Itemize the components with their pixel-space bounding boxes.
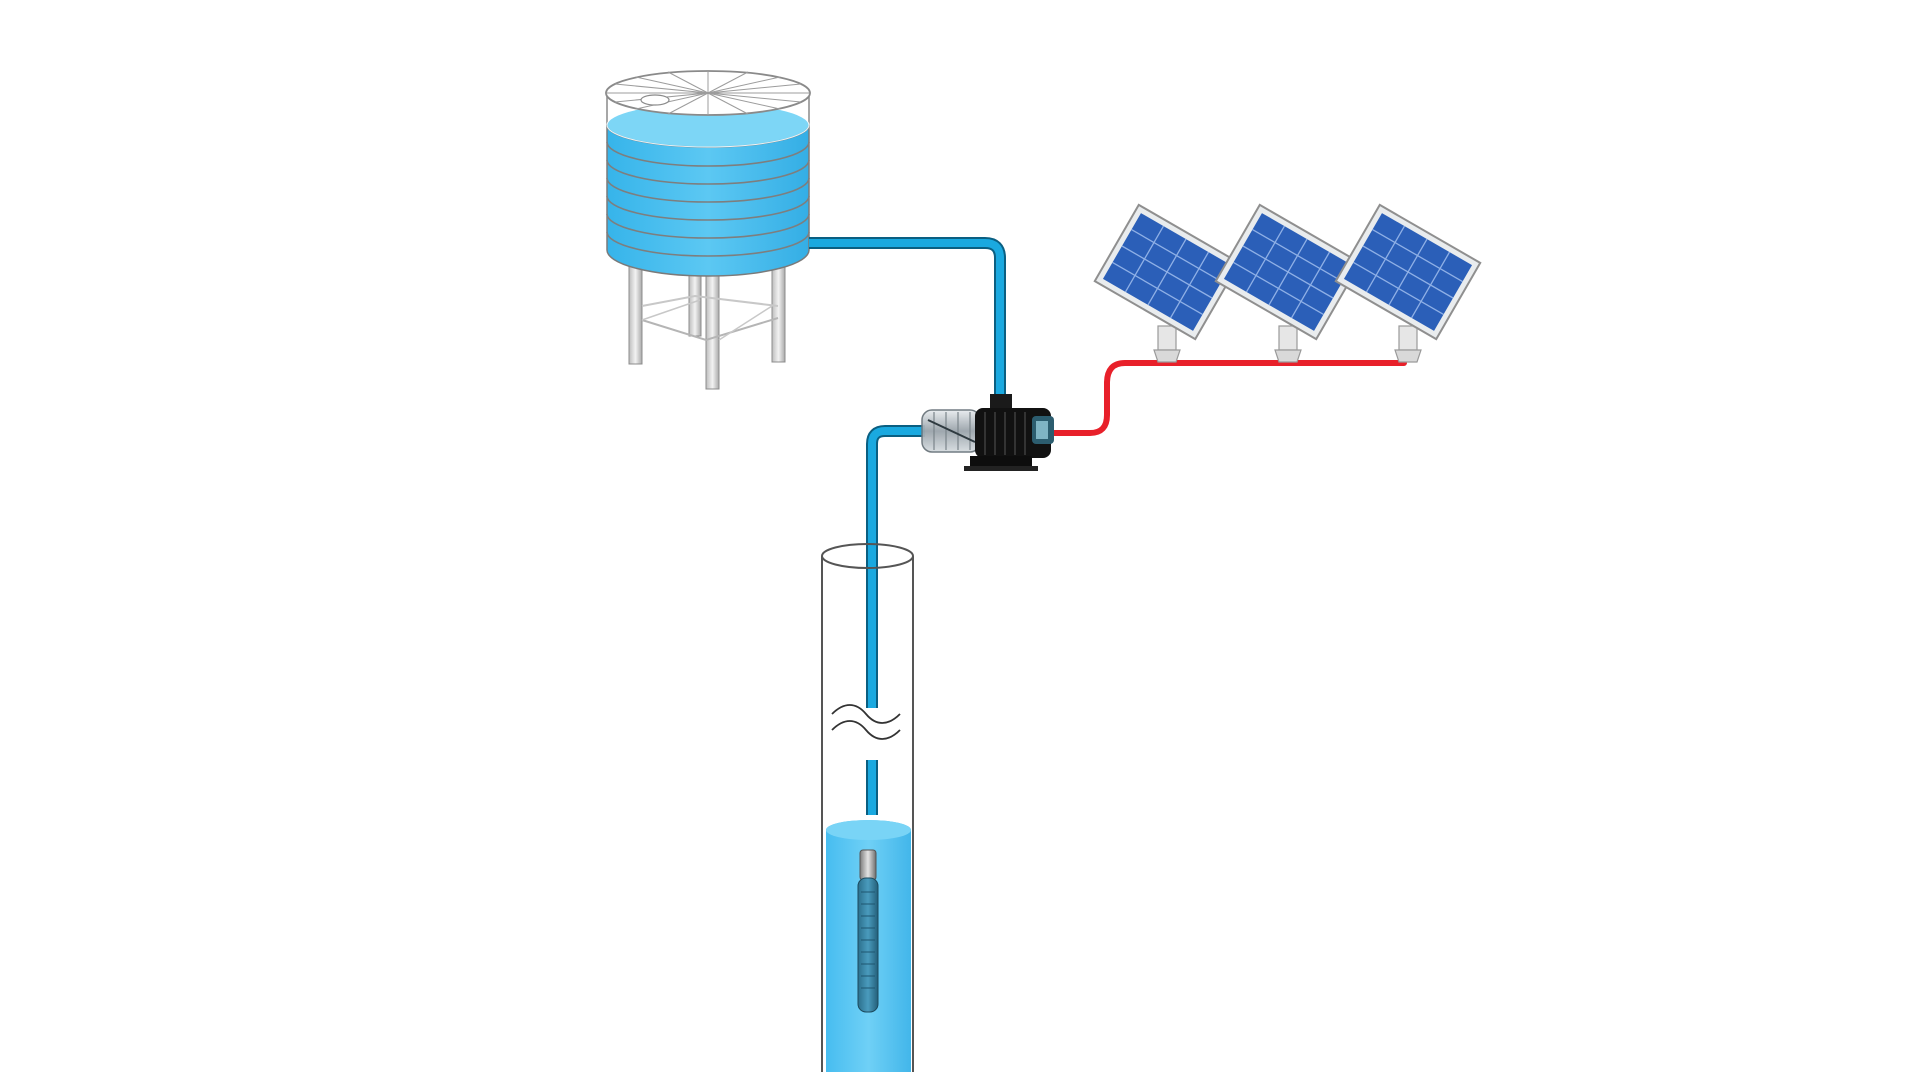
outlet-pipe (809, 239, 1004, 400)
solar-panel-1 (1093, 203, 1241, 363)
solar-panel-icon (1093, 203, 1241, 363)
tank-rings (606, 141, 810, 257)
well-opening (821, 543, 914, 569)
roof-hatch (640, 94, 670, 106)
roof-ribs (606, 71, 810, 115)
power-cable (1047, 360, 1407, 436)
tower-legs (628, 261, 786, 390)
submersible-pump (857, 849, 879, 1013)
solar-panel-2 (1214, 203, 1362, 363)
water-tower (605, 70, 811, 390)
solar-array (1093, 203, 1482, 363)
borehole (821, 543, 914, 1072)
pump-icon (921, 394, 1054, 471)
double-wave-icon (831, 704, 901, 740)
tank-body (605, 70, 811, 277)
solar-panel-3 (1334, 203, 1482, 363)
tank-water (606, 124, 810, 277)
pipes (809, 237, 1006, 815)
riser-pipe (868, 427, 925, 708)
solar-panel-icon (1334, 203, 1482, 363)
solar-panel-icon (1214, 203, 1362, 363)
well-water-surface (826, 820, 911, 840)
surface-pump (921, 394, 1054, 471)
